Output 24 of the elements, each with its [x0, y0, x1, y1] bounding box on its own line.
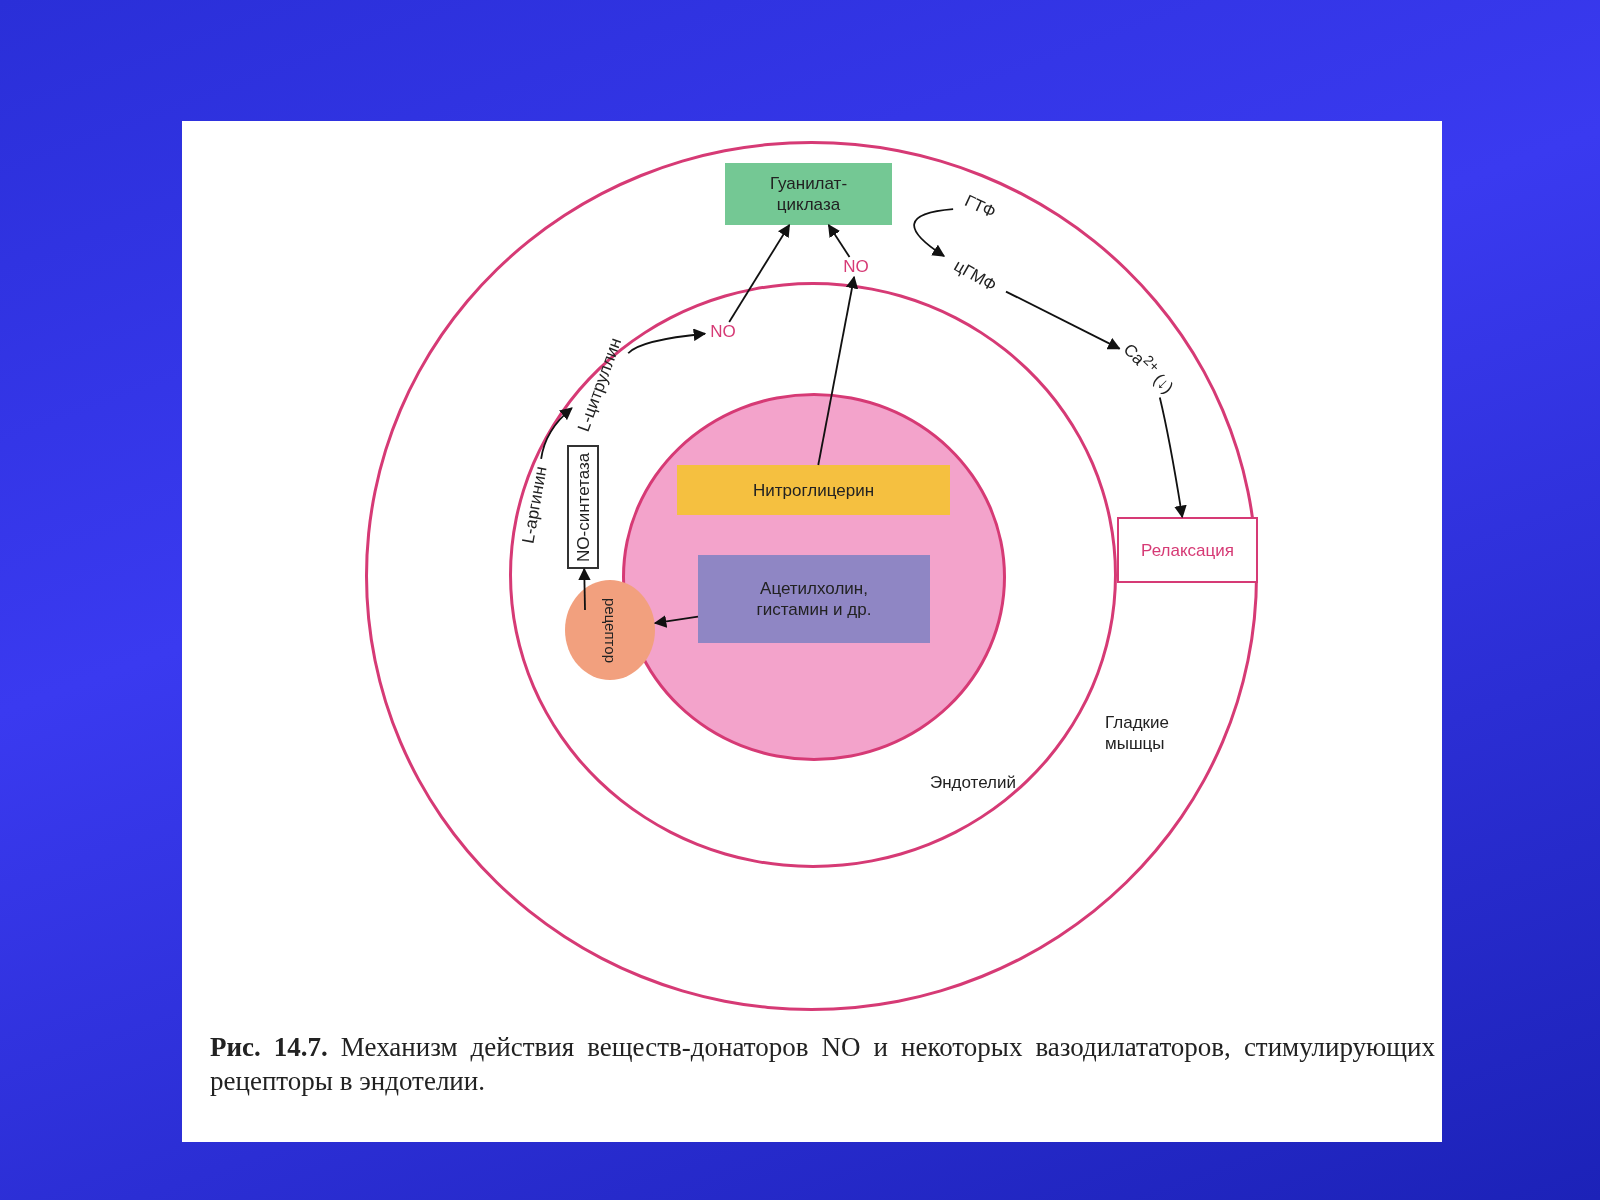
- arrow: [540, 407, 573, 460]
- arrow: [913, 208, 954, 257]
- substance-label: L-аргинин: [517, 458, 553, 552]
- arrow: [1158, 396, 1187, 519]
- substance-label: NO: [838, 257, 874, 277]
- outcome-box: Релаксация: [1117, 517, 1258, 583]
- region-label: Эндотелий: [930, 772, 1017, 793]
- process-box: Нитроглицерин: [677, 465, 950, 515]
- arrow: [1005, 290, 1121, 350]
- outer-circle: [365, 141, 1258, 1011]
- enzyme-box: Гуанилат-циклаза: [725, 163, 892, 225]
- substance-label: NO: [705, 322, 741, 342]
- substance-label: цГМФ: [944, 252, 1006, 300]
- arrow: [817, 275, 859, 466]
- arrow: [627, 328, 707, 355]
- arrow: [578, 567, 591, 611]
- arrow: [728, 223, 791, 323]
- arrow: [653, 615, 699, 628]
- figure-caption: Рис. 14.7. Механизм действия веществ-донаторов NO и некоторых вазодилататоров, стимулирующих рецепторы в эндотелии.: [210, 1031, 1435, 1098]
- arrow: [827, 223, 851, 258]
- process-box: Ацетилхолин, гистамин и др.: [698, 555, 930, 643]
- region-label: Гладкие мышцы: [1105, 712, 1170, 754]
- substance-label: ГТФ: [953, 187, 1007, 227]
- enzyme-box: NO-синтетаза: [567, 445, 599, 569]
